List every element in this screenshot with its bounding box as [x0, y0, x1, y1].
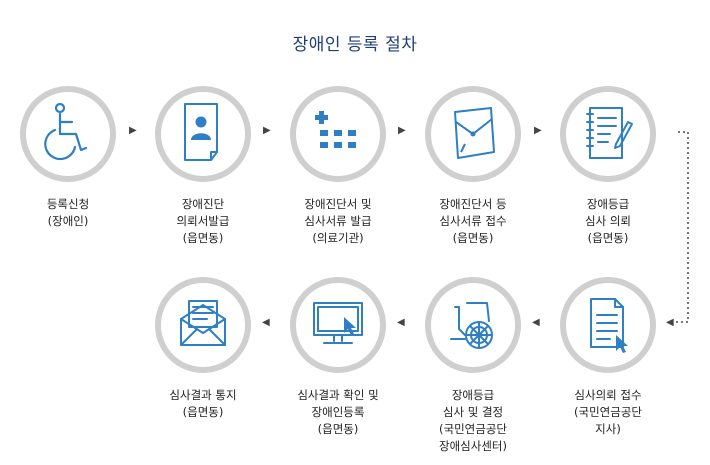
step-circle — [425, 86, 521, 182]
arrow-right-icon: ▶ — [398, 125, 406, 136]
step-label: 장애등급 심사 및 결정 (국민연금공단 장애심사센터) — [439, 388, 507, 453]
step-label: 심사결과 확인 및 장애인등록 (읍면동) — [297, 388, 379, 436]
step-label: 심사의뢰 접수 (국민연금공단 지사) — [574, 388, 642, 436]
step-label: 장애진단서 등 심사서류 접수 (읍면동) — [439, 197, 507, 245]
step-diagnosis-issue: 장애진단서 및 심사서류 발급 (의료기관) — [283, 86, 393, 247]
wheelchair-side-icon — [450, 302, 493, 349]
arrow-right-icon: ▶ — [129, 125, 137, 136]
mail-letter-icon — [180, 300, 226, 346]
wheelchair-icon — [44, 102, 88, 161]
step-circle — [290, 86, 386, 182]
envelope-document-icon — [454, 107, 495, 159]
step-label: 장애진단 의뢰서발급 (읍면동) — [176, 197, 230, 245]
step-circle — [20, 86, 116, 182]
monitor-cursor-icon — [313, 302, 363, 344]
step-result-notice: 심사결과 통지 (읍면동) — [148, 277, 258, 421]
document-person-icon — [184, 103, 218, 161]
step-circle — [560, 277, 656, 373]
step-documents-receipt: 장애진단서 등 심사서류 접수 (읍면동) — [418, 86, 528, 247]
step-circle — [155, 277, 251, 373]
hospital-icon — [315, 111, 356, 148]
arrow-right-icon: ▶ — [534, 125, 542, 136]
diagram-title: 장애인 등록 절차 — [292, 35, 418, 55]
arrow-left-icon: ◀ — [397, 317, 405, 328]
step-label: 장애진단서 및 심사서류 발급 (의료기관) — [304, 197, 372, 245]
arrow-right-icon: ▶ — [263, 125, 271, 136]
step-review-receipt: 심사의뢰 접수 (국민연금공단 지사) — [553, 277, 663, 438]
step-circle — [425, 277, 521, 373]
step-circle — [155, 86, 251, 182]
step-label: 심사결과 통지 (읍면동) — [169, 388, 237, 419]
arrow-left-icon: ◀ — [532, 317, 540, 328]
arrow-left-icon: ◀ — [666, 317, 674, 328]
step-circle — [560, 86, 656, 182]
arrow-left-icon: ◀ — [262, 317, 270, 328]
step-registration-request: 등록신청 (장애인) — [13, 86, 123, 230]
step-label: 등록신청 (장애인) — [46, 197, 90, 228]
step-grade-decision: 장애등급 심사 및 결정 (국민연금공단 장애심사센터) — [418, 277, 528, 455]
step-diagnosis-request: 장애진단 의뢰서발급 (읍면동) — [148, 86, 258, 247]
notebook-pen-icon — [586, 107, 633, 159]
dotted-connector — [676, 131, 689, 323]
step-circle — [290, 277, 386, 373]
step-label: 장애등급 심사 의뢰 (읍면동) — [585, 197, 631, 245]
document-cursor-icon — [590, 298, 628, 353]
step-result-confirm: 심사결과 확인 및 장애인등록 (읍면동) — [283, 277, 393, 438]
step-grade-review-request: 장애등급 심사 의뢰 (읍면동) — [553, 86, 663, 247]
